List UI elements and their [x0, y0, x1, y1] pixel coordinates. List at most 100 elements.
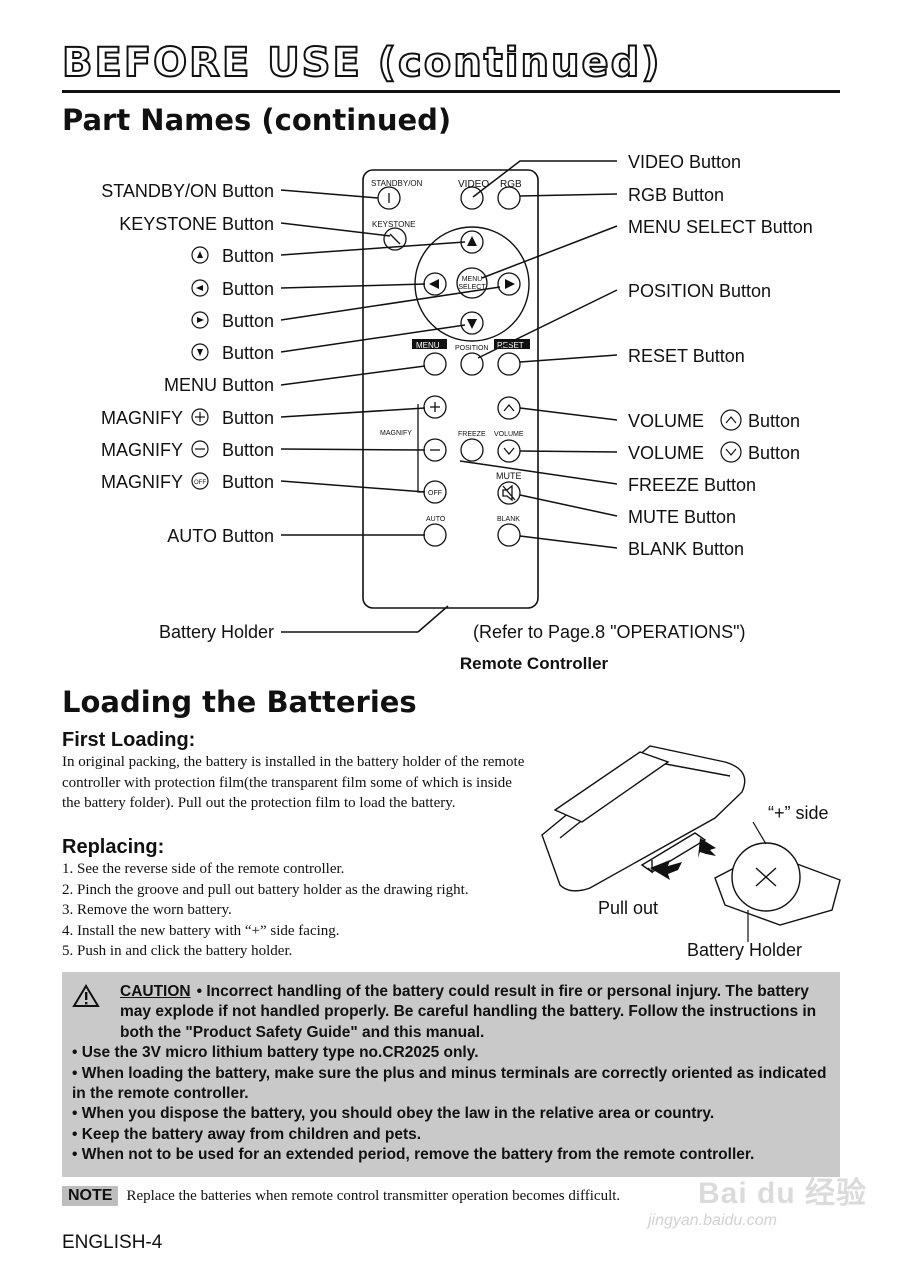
- minus-icon: [191, 440, 209, 458]
- reset-button: [497, 352, 521, 376]
- svg-text:MENU: MENU: [462, 276, 483, 283]
- rgb-button: [497, 186, 521, 210]
- remote-label-standby: STANDBY/ON: [371, 179, 423, 188]
- caution-label: CAUTION: [120, 983, 191, 1000]
- caution-box: CAUTION• Incorrect handling of the batte…: [62, 972, 840, 1177]
- menu-button: [423, 352, 447, 376]
- volume-up-button: [497, 396, 521, 420]
- list-item: 3. Remove the worn battery.: [62, 902, 232, 918]
- caution-bullet: • When you dispose the battery, you shou…: [72, 1105, 715, 1123]
- caution-line1: • Incorrect handling of the battery coul…: [120, 983, 817, 1041]
- callout-magnify-plus-b: Button: [222, 408, 274, 428]
- section-title-part-names: Part Names (continued): [62, 103, 452, 137]
- callout-menu: MENU Button: [164, 375, 274, 395]
- header-rule: [62, 90, 840, 93]
- callout-reset: RESET Button: [628, 346, 745, 366]
- callout-volume-up-a: VOLUME: [628, 411, 704, 431]
- remote-label-reset: RESET: [497, 341, 524, 350]
- callout-down: Button: [222, 343, 274, 363]
- svg-text:SELECT: SELECT: [458, 284, 486, 291]
- battery-holder-label: Battery Holder: [687, 940, 802, 960]
- plus-side-label: “+” side: [768, 803, 829, 823]
- callout-right: Button: [222, 311, 274, 331]
- holder-tab: [640, 832, 707, 873]
- volume-down-button: [497, 439, 521, 463]
- callout-standby: STANDBY/ON Button: [101, 181, 274, 201]
- volume-up-icon: [720, 409, 742, 431]
- volume-down-icon: [720, 441, 742, 463]
- remote-label-blank: BLANK: [497, 516, 520, 523]
- caution-bullet: • Use the 3V micro lithium battery type …: [72, 1044, 479, 1062]
- down-icon: [191, 343, 209, 361]
- refer-note: (Refer to Page.8 "OPERATIONS"): [473, 622, 746, 642]
- plus-icon: [191, 408, 209, 426]
- callout-magnify-plus-a: MAGNIFY: [101, 408, 183, 428]
- remote-label-keystone: KEYSTONE: [372, 220, 415, 229]
- list-item: 2. Pinch the groove and pull out battery…: [62, 881, 469, 898]
- remote-label-menu: MENU: [416, 341, 440, 350]
- push-arrow: [650, 860, 682, 880]
- first-loading-text: In original packing, the battery is inst…: [62, 754, 525, 811]
- freeze-button: [460, 438, 484, 462]
- warning-triangle-icon: [72, 984, 100, 1007]
- left-icon: [191, 279, 209, 297]
- callout-magnify-minus-a: MAGNIFY: [101, 440, 183, 460]
- remote-label-auto: AUTO: [426, 516, 446, 523]
- callout-left: Button: [222, 279, 274, 299]
- page-number: ENGLISH-4: [62, 1232, 163, 1253]
- caution-bullet: • When not to be used for an extended pe…: [72, 1146, 755, 1164]
- callout-keystone: KEYSTONE Button: [119, 214, 274, 234]
- remote-label-volume: VOLUME: [494, 431, 524, 438]
- pull-out-label: Pull out: [598, 898, 658, 918]
- caution-first-paragraph: CAUTION• Incorrect handling of the batte…: [72, 982, 830, 1043]
- note-tag: NOTE: [62, 1186, 119, 1206]
- off-icon: [191, 472, 209, 490]
- callout-mute: MUTE Button: [628, 507, 736, 527]
- callout-up: Button: [222, 246, 274, 266]
- caution-bullet: • Keep the battery away from children an…: [72, 1125, 422, 1143]
- remote-controller-diagram: STANDBY/ON VIDEO RGB KEYSTONE POSITION M…: [101, 152, 813, 673]
- callout-magnify-minus-b: Button: [222, 440, 274, 460]
- callout-magnify-off-a: MAGNIFY: [101, 472, 183, 492]
- right-icon: [191, 311, 209, 329]
- callout-menu-select: MENU SELECT Button: [628, 217, 813, 237]
- pull-arrow: [698, 838, 716, 858]
- remote-back-window: [553, 751, 670, 823]
- list-item: 1. See the reverse side of the remote co…: [62, 861, 345, 877]
- page-header-title: BEFORE USE (continued): [61, 39, 662, 87]
- callout-rgb: RGB Button: [628, 185, 724, 205]
- list-item: 4. Install the new battery with “+” side…: [62, 922, 340, 939]
- blank-button: [497, 523, 521, 547]
- callout-volume-down-b: Button: [748, 443, 800, 463]
- remote-label-freeze: FREEZE: [458, 431, 486, 438]
- remote-back-outline: [541, 745, 746, 892]
- position-button: [460, 352, 484, 376]
- callout-volume-down-a: VOLUME: [628, 443, 704, 463]
- remote-label-magnify: MAGNIFY: [380, 430, 412, 437]
- remote-label-rgb: RGB: [500, 179, 522, 190]
- video-button: [460, 186, 484, 210]
- up-icon: [191, 246, 209, 264]
- auto-button: [423, 523, 447, 547]
- list-item: 5. Push in and click the battery holder.: [62, 943, 293, 959]
- callout-video: VIDEO Button: [628, 152, 741, 172]
- watermark-url: jingyan.baidu.com: [648, 1212, 777, 1229]
- callout-battery-holder: Battery Holder: [159, 622, 274, 642]
- svg-text:OFF: OFF: [428, 490, 442, 497]
- first-loading-heading: First Loading:: [62, 729, 196, 751]
- remote-label-position: POSITION: [455, 345, 488, 352]
- section-title-loading-batteries: Loading the Batteries: [62, 685, 417, 719]
- note-row: NOTE Replace the batteries when remote c…: [62, 1186, 620, 1206]
- diagram-caption: Remote Controller: [460, 654, 609, 673]
- replacing-steps: 1. See the reverse side of the remote co…: [62, 859, 542, 962]
- watermark-logo: Bai du 经验: [698, 1177, 868, 1210]
- callout-freeze: FREEZE Button: [628, 475, 756, 495]
- callout-auto: AUTO Button: [167, 526, 274, 546]
- callout-position: POSITION Button: [628, 281, 771, 301]
- replacing-heading: Replacing:: [62, 836, 165, 858]
- callout-blank: BLANK Button: [628, 539, 744, 559]
- battery-holder-drawing: “+” side Pull out Battery Holder: [541, 745, 841, 960]
- note-text: Replace the batteries when remote contro…: [126, 1187, 621, 1204]
- caution-bullet: • When loading the battery, make sure th…: [72, 1064, 827, 1103]
- svg-text:OFF: OFF: [194, 480, 206, 486]
